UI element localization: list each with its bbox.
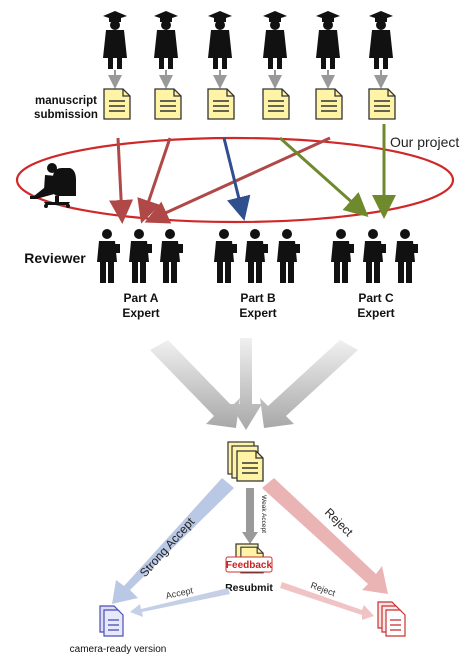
document-icon bbox=[368, 88, 396, 120]
arrow-doc5-to-partA bbox=[144, 136, 331, 224]
arrow-doc3-to-partB bbox=[222, 137, 251, 221]
label-manuscript: manuscript bbox=[35, 95, 97, 107]
arrow-doc2-to-partA bbox=[137, 137, 172, 224]
reviewer-person-icon bbox=[97, 229, 120, 283]
arrow-partC-to-decision bbox=[260, 340, 358, 428]
feedback-badge bbox=[225, 556, 273, 573]
label-camera-ready: camera-ready version bbox=[70, 644, 167, 655]
arrow-partA-to-decision bbox=[150, 340, 240, 428]
label-resubmit: Resubmit bbox=[225, 582, 273, 594]
label-submission: submission bbox=[34, 109, 98, 121]
graduate-icon bbox=[369, 11, 393, 69]
arrow-doc1-to-partA bbox=[109, 137, 134, 224]
label-part-a: Part A bbox=[124, 291, 159, 305]
label-reviewer: Reviewer bbox=[24, 250, 86, 266]
arrow-reject bbox=[262, 478, 388, 594]
converge-arrows bbox=[150, 338, 358, 430]
document-icon bbox=[262, 88, 290, 120]
reviewer-person-icon bbox=[395, 229, 418, 283]
arrow-accept bbox=[130, 588, 230, 617]
document-icon bbox=[154, 88, 182, 120]
reviewer-person-icon bbox=[331, 229, 354, 283]
reviewer-person-icon bbox=[363, 229, 386, 283]
reviewer-person-icon bbox=[214, 229, 237, 283]
label-part-b: Part B bbox=[240, 291, 276, 305]
arrow-doc4-to-partC bbox=[279, 136, 369, 217]
label-feedback: Feedback bbox=[226, 560, 273, 571]
graduate-icon bbox=[316, 11, 340, 69]
project-ellipse bbox=[15, 136, 455, 224]
label-part-b-expert: Expert bbox=[239, 306, 276, 320]
reviewer-person-icon bbox=[129, 229, 152, 283]
reviewer-person-icon bbox=[160, 229, 183, 283]
label-part-c: Part C bbox=[358, 291, 394, 305]
graduate-icon bbox=[103, 11, 127, 69]
document-icon bbox=[315, 88, 343, 120]
label-strong-accept: Strong Accept bbox=[137, 514, 198, 579]
document-stack-icon bbox=[227, 441, 264, 482]
label-part-a-expert: Expert bbox=[122, 306, 159, 320]
reviewer-person-icon bbox=[277, 229, 300, 283]
reviewer-person-icon bbox=[245, 229, 268, 283]
assignment-arrows bbox=[109, 124, 396, 224]
document-icon bbox=[103, 88, 131, 120]
graduate-icon bbox=[263, 11, 287, 69]
accepted-document-icon bbox=[99, 605, 124, 637]
document-icon bbox=[207, 88, 235, 120]
arrow-weak-accept bbox=[242, 488, 258, 544]
label-our-project: Our project bbox=[390, 134, 459, 150]
graduate-icon bbox=[154, 11, 178, 69]
rejected-document-icon bbox=[377, 601, 406, 637]
graduate-icon bbox=[208, 11, 232, 69]
arrow-partB-to-decision bbox=[230, 338, 262, 430]
label-part-c-expert: Expert bbox=[357, 306, 394, 320]
submit-arrows bbox=[108, 70, 388, 89]
arrow-reject-resubmit bbox=[280, 582, 374, 620]
label-weak-accept: Weak Accept bbox=[260, 495, 267, 533]
editor-chair-icon bbox=[30, 163, 76, 208]
arrow-strong-accept bbox=[112, 478, 234, 604]
